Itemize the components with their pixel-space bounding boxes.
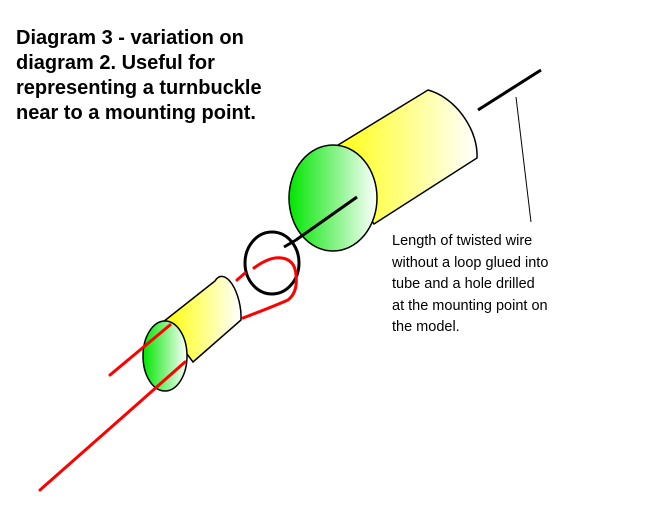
black-wire-to-loop [283, 238, 297, 249]
black-wire-right [477, 68, 542, 112]
black-wire-through-end [295, 195, 358, 242]
loop-circle [243, 230, 301, 296]
red-wire [38, 256, 298, 492]
large-tube [288, 89, 478, 252]
annotation-leader-line [515, 96, 532, 223]
large-tube-end [288, 144, 378, 252]
annotation-text: Length of twisted wire without a loop gl… [392, 233, 549, 335]
diagram-title: Diagram 3 - variation on diagram 2. Usef… [16, 27, 262, 124]
